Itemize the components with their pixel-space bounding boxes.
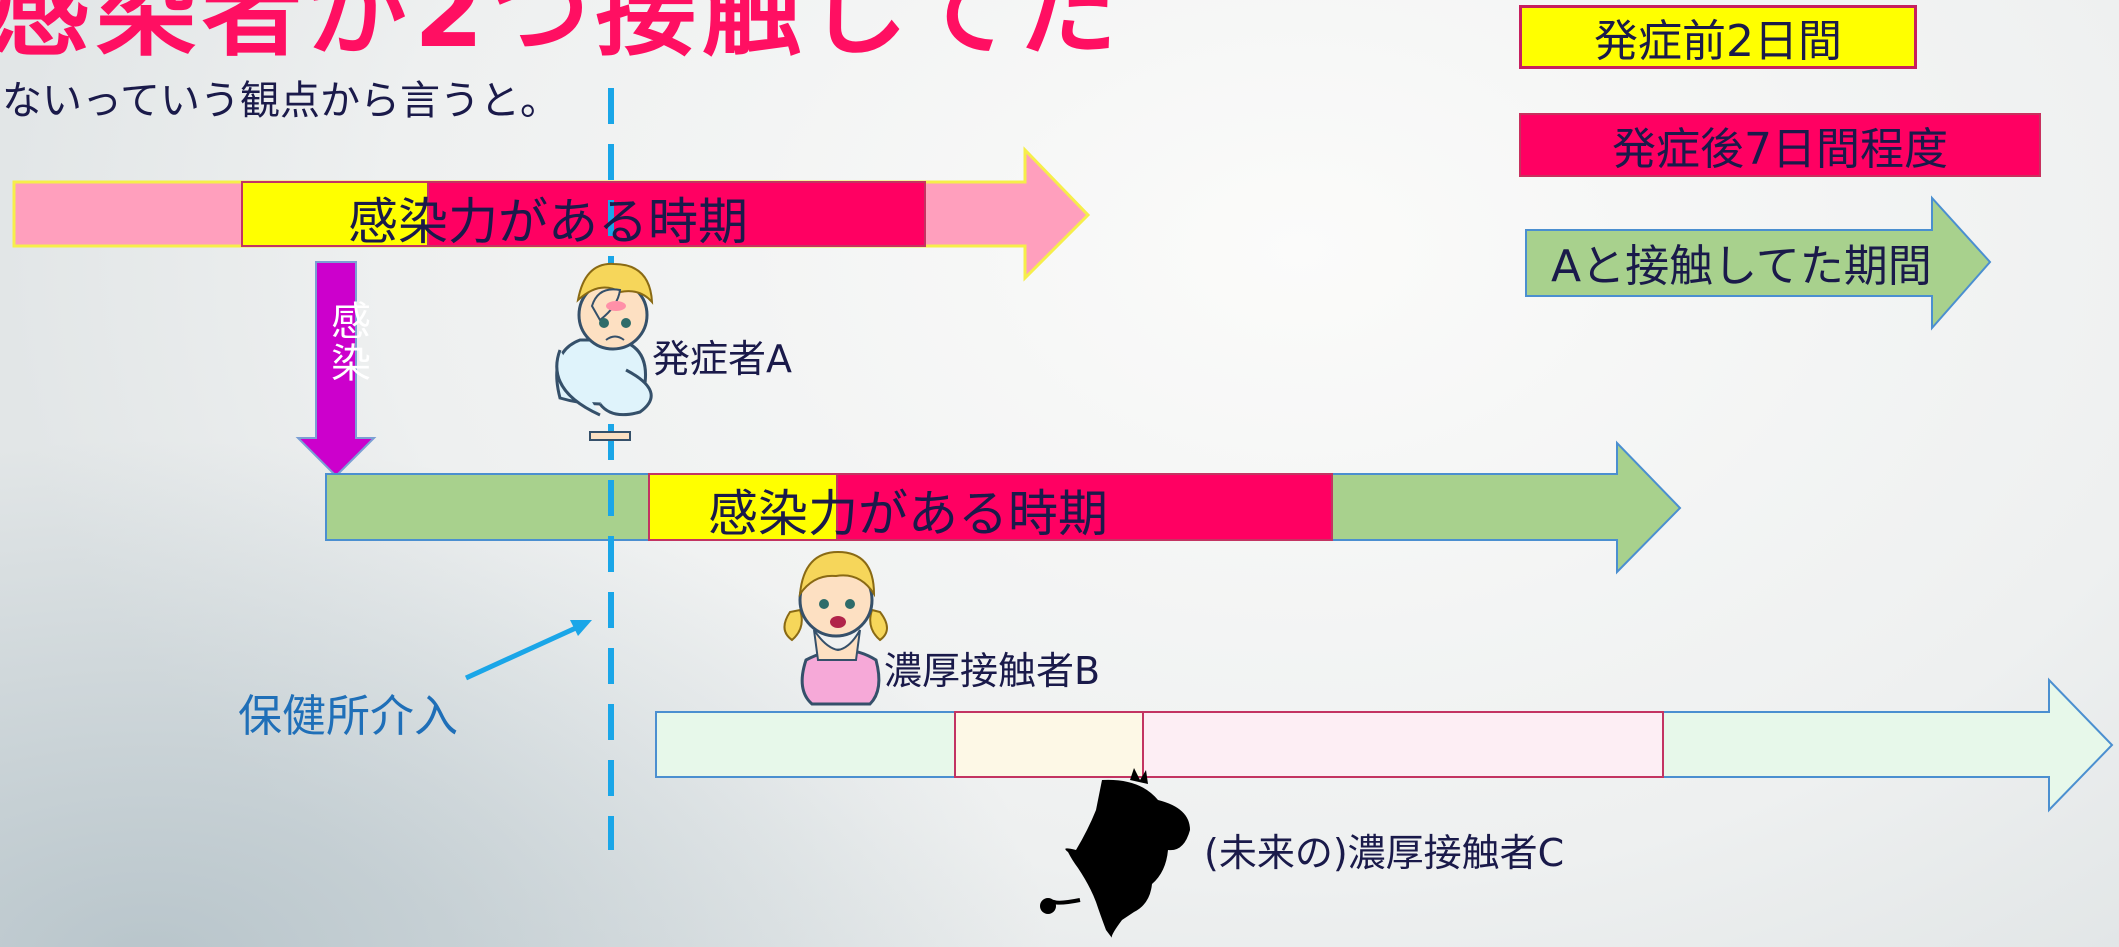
person-b-label: 濃厚接触者B bbox=[884, 649, 1101, 693]
timeline-c bbox=[655, 677, 2114, 813]
slide-subtitle: ないっていう観点から言うと。 bbox=[2, 78, 560, 124]
timeline-b-symptomatic bbox=[836, 473, 1333, 541]
person-c-silhouette bbox=[1040, 768, 1190, 938]
person-b-figure bbox=[783, 550, 888, 706]
intervention-pointer-arrow bbox=[464, 620, 592, 681]
legend-after-onset: 発症後7日間程度 bbox=[1519, 113, 2041, 177]
person-a-label: 発症者A bbox=[652, 337, 792, 381]
person-a-figure bbox=[555, 262, 654, 441]
timeline-b bbox=[325, 440, 1682, 575]
timeline-c-presymptomatic bbox=[954, 711, 1144, 778]
timeline-a-period-label: 感染力がある時期 bbox=[348, 193, 748, 251]
legend-before-onset: 発症前2日間 bbox=[1519, 5, 1917, 69]
timeline-b-period-label: 感染力がある時期 bbox=[708, 485, 1108, 543]
timeline-a bbox=[12, 146, 1091, 282]
infection-arrow bbox=[295, 261, 377, 478]
person-c-label: (未来の)濃厚接触者C bbox=[1204, 831, 1565, 875]
slide-title: 感染者が2つ接触してた bbox=[0, 0, 1123, 70]
intervention-label: 保健所介入 bbox=[238, 691, 458, 742]
infection-arrow-label: 感染 bbox=[324, 300, 370, 384]
legend-contact-arrow bbox=[1525, 195, 1992, 331]
legend-contact-label: Aと接触してた期間 bbox=[1551, 241, 1932, 292]
timeline-a-symptomatic bbox=[427, 181, 926, 247]
timeline-c-symptomatic bbox=[1142, 711, 1664, 778]
